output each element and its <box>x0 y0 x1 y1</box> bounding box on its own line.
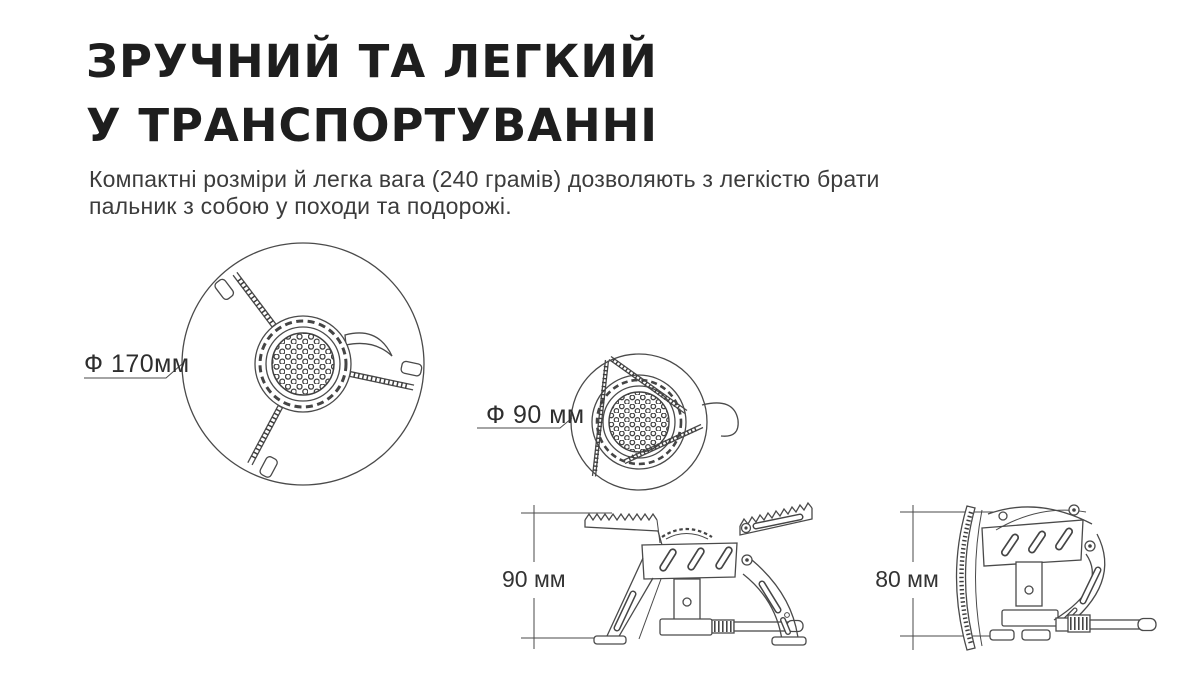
page-title-line1: ЗРУЧНИЙ ТА ЛЕГКИЙ <box>86 35 658 88</box>
stove-side-unfolded <box>584 501 813 646</box>
height-label-folded: 80 мм <box>875 566 939 592</box>
leg-right <box>741 554 807 646</box>
valve-assembly <box>711 619 804 634</box>
pot-support-legs <box>214 271 423 478</box>
side-view-folded-drawing <box>900 504 1157 651</box>
page-title: ЗРУЧНИЙ ТА ЛЕГКИЙ У ТРАНСПОРТУВАННІ <box>86 30 658 158</box>
base-plate <box>659 618 713 636</box>
pot-support-arm-left <box>584 512 658 522</box>
folded-pot-supports <box>987 504 1093 531</box>
side-view-unfolded-drawing <box>521 501 813 649</box>
page-description-line2: пальник з собою у походи та подорожі. <box>89 193 512 219</box>
page-description: Компактні розміри й легка вага (240 грам… <box>89 166 880 220</box>
burner-flame-holes <box>271 332 335 396</box>
folded-leg <box>608 355 688 415</box>
page-title-line2: У ТРАНСПОРТУВАННІ <box>86 99 659 152</box>
drum-slots <box>1000 527 1074 557</box>
folded-leg <box>591 359 610 477</box>
label-leader-line <box>84 363 183 379</box>
top-view-unfolded-drawing <box>84 242 425 486</box>
handle-wire <box>344 332 393 357</box>
center-column <box>673 578 701 622</box>
diameter-label-folded: Ф 90 мм <box>486 401 585 429</box>
pot-support-arm-right <box>739 501 813 527</box>
dimension-line-80mm <box>900 505 995 650</box>
center-column <box>1015 561 1043 607</box>
top-view-folded-drawing <box>477 353 739 491</box>
burner-head <box>254 315 352 413</box>
handle-wire <box>701 402 739 437</box>
height-label-unfolded: 90 мм <box>502 566 566 592</box>
burner-flame-holes <box>608 391 670 453</box>
diameter-label-unfolded: Ф 170мм <box>84 350 190 378</box>
zoom-circle-outline <box>570 353 708 491</box>
label-leader-line <box>477 417 573 429</box>
drum-slots <box>659 546 733 572</box>
column-screw <box>682 597 692 607</box>
folded-leg <box>622 423 704 465</box>
burner-dome <box>661 527 713 538</box>
valve-assembly <box>1055 614 1157 633</box>
burner-head <box>591 374 687 470</box>
folded-legs <box>591 355 704 477</box>
folded-legs-side <box>955 505 983 651</box>
leg-left <box>593 557 662 645</box>
column-screw <box>1024 585 1034 595</box>
base-plate <box>1001 609 1059 627</box>
page-description-line1: Компактні розміри й легка вага (240 грам… <box>89 166 880 192</box>
stove-side-folded <box>955 504 1157 651</box>
